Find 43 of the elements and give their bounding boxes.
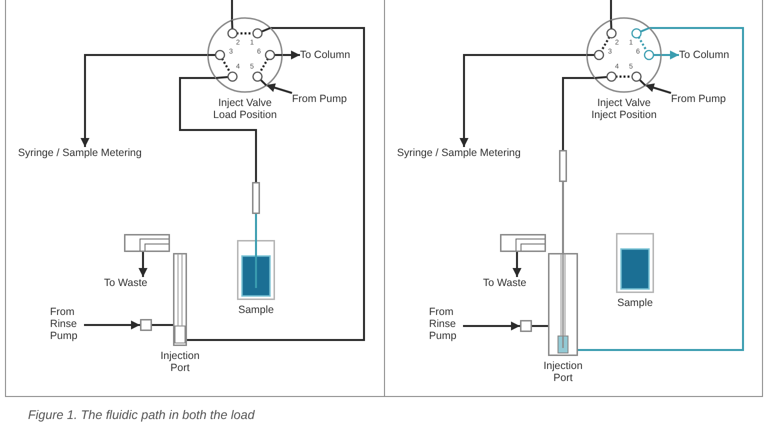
tubing-line <box>179 77 257 182</box>
tubing-line <box>578 27 744 351</box>
sample-needle <box>252 182 260 214</box>
tubing-line <box>562 77 595 150</box>
tubing-line <box>231 0 233 20</box>
source-label: From Pump <box>671 93 726 105</box>
port-label: Injection Port <box>159 350 201 374</box>
flow-arrow <box>512 252 522 277</box>
flow-arrow <box>138 252 148 277</box>
valve-label: Inject Valve Inject Position <box>590 97 658 121</box>
sample-needle <box>559 150 567 182</box>
port-label: Injection Port <box>542 360 584 384</box>
tubing-line <box>255 214 257 240</box>
valve-label: Inject Valve Load Position <box>212 97 278 121</box>
vial-label: Sample <box>617 297 653 309</box>
flow-arrow <box>84 320 140 330</box>
figure-caption: Figure 1. The fluidic path in both the load <box>28 408 255 423</box>
wash-station <box>500 234 546 252</box>
source-label: From Pump <box>292 93 347 105</box>
rinse-fitting <box>140 319 152 331</box>
flow-arrow <box>460 54 587 147</box>
rinse-fitting <box>520 320 532 332</box>
flow-arrow <box>266 83 292 94</box>
destination-label: Syringe / Sample Metering <box>18 147 142 159</box>
flow-arrow <box>282 50 300 60</box>
tubing-line <box>562 182 564 253</box>
flow-arrow <box>463 322 520 330</box>
vial-label: Sample <box>238 304 274 316</box>
flow-arrow <box>80 54 208 147</box>
destination-label: To Column <box>679 49 730 61</box>
destination-label: To Waste <box>483 277 526 289</box>
destination-label: Syringe / Sample Metering <box>397 147 521 159</box>
flow-arrow <box>661 50 679 60</box>
tubing-line <box>152 324 173 326</box>
tubing-line <box>187 27 365 341</box>
source-label: From Rinse Pump <box>50 306 84 342</box>
flow-arrow <box>644 83 672 94</box>
wash-station <box>124 234 170 252</box>
destination-label: To Waste <box>104 277 148 289</box>
tubing-line <box>610 0 612 20</box>
tubing-line <box>532 325 548 327</box>
source-label: From Rinse Pump <box>429 306 463 342</box>
destination-label: To Column <box>300 49 350 61</box>
